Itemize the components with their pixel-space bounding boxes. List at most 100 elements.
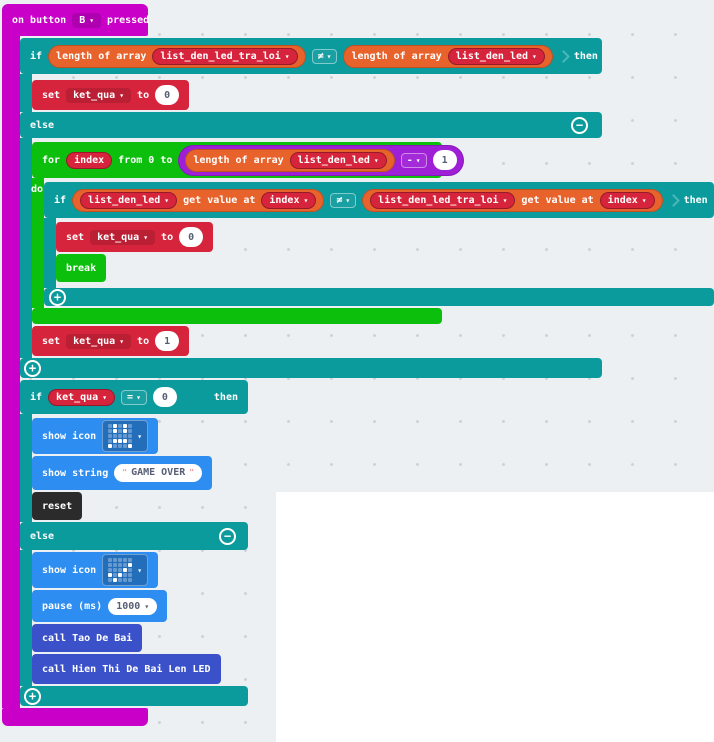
show-icon-block[interactable]: show icon xyxy=(32,552,159,588)
comparison-operator-dropdown[interactable]: = xyxy=(121,389,147,405)
length-of-array-block[interactable]: length of array list_den_led xyxy=(343,44,553,68)
variable-dropdown[interactable]: ket_qua xyxy=(66,333,132,349)
get-value-at-label: get value at xyxy=(183,194,256,206)
led-on xyxy=(113,439,118,443)
to-keyword: to xyxy=(137,89,150,101)
if-result-else-bar[interactable]: else xyxy=(20,522,248,550)
variable-dropdown[interactable]: list_den_led xyxy=(447,47,545,65)
variable-dropdown[interactable]: ket_qua xyxy=(48,388,116,406)
led-off xyxy=(118,429,123,433)
for-loop-spine[interactable] xyxy=(32,178,44,308)
if-result-spine[interactable] xyxy=(20,550,32,686)
reset-label: reset xyxy=(42,500,73,512)
on-button-label-prefix: on button xyxy=(12,14,67,26)
number-input[interactable]: 0 xyxy=(152,387,177,407)
comparison-operator-dropdown[interactable]: ≠ xyxy=(311,48,338,64)
led-off xyxy=(123,558,128,562)
led-off xyxy=(108,578,113,582)
led-off xyxy=(123,578,128,582)
variable-dropdown[interactable]: list_den_led xyxy=(80,191,178,209)
on-button-spine[interactable] xyxy=(2,34,20,708)
set-variable-block[interactable]: set ket_qua to 0 xyxy=(32,80,190,110)
variable-name: list_den_led xyxy=(88,194,161,206)
duration-dropdown[interactable]: 1000 xyxy=(108,597,158,615)
dropdown-arrow-icon xyxy=(303,195,308,206)
if-inner-footer[interactable] xyxy=(44,288,714,306)
operator-value: = xyxy=(127,391,134,403)
on-button-pressed-block[interactable]: on button B pressed xyxy=(2,4,149,36)
pause-block[interactable]: pause (ms) 1000 xyxy=(32,590,168,622)
comparison-operator-dropdown[interactable]: ≠ xyxy=(330,192,357,208)
variable-dropdown[interactable]: list_den_led xyxy=(289,151,387,169)
set-variable-block[interactable]: set ket_qua to 1 xyxy=(32,326,190,356)
length-of-array-block[interactable]: length of array list_den_led xyxy=(185,148,395,172)
if-outer-else-bar[interactable]: else xyxy=(20,112,602,138)
call-function-block[interactable]: call Tao De Bai xyxy=(32,624,143,652)
call-label: call Tao De Bai xyxy=(42,632,133,644)
variable-dropdown[interactable]: list_den_led_tra_loi xyxy=(370,191,516,209)
for-loop-footer[interactable] xyxy=(32,308,442,324)
led-on xyxy=(123,429,128,433)
if-inner-spine[interactable] xyxy=(44,218,56,288)
dropdown-arrow-icon xyxy=(119,90,124,101)
set-keyword: set xyxy=(66,231,85,243)
dropdown-arrow-icon xyxy=(119,336,124,347)
if-outer-spine[interactable] xyxy=(20,138,32,358)
length-of-array-block[interactable]: length of array list_den_led_tra_loi xyxy=(48,44,306,68)
number-input[interactable]: 1 xyxy=(155,331,180,351)
if-inner-header[interactable]: if list_den_led get value at index ≠ lis… xyxy=(44,182,714,218)
if-result-header[interactable]: if ket_qua = 0 then xyxy=(20,380,248,414)
led-off xyxy=(128,429,133,433)
show-icon-block[interactable]: show icon xyxy=(32,418,159,454)
loop-variable-pill[interactable]: index xyxy=(66,151,113,169)
get-value-at-label: get value at xyxy=(521,194,594,206)
variable-dropdown[interactable]: ket_qua xyxy=(90,229,156,245)
expand-plus-icon[interactable] xyxy=(24,359,41,377)
else-keyword: else xyxy=(30,530,55,542)
icon-picker-dropdown[interactable] xyxy=(102,420,149,452)
collapse-minus-icon[interactable] xyxy=(219,527,236,545)
get-value-at-block[interactable]: list_den_led_tra_loi get value at index xyxy=(362,188,663,212)
index-dropdown[interactable]: index xyxy=(261,191,317,209)
set-variable-block[interactable]: set ket_qua to 0 xyxy=(56,222,214,252)
reset-block[interactable]: reset xyxy=(32,492,83,520)
number-input[interactable]: 0 xyxy=(155,85,180,105)
dropdown-arrow-icon xyxy=(89,15,94,26)
button-dropdown[interactable]: B xyxy=(72,12,102,28)
call-label: call Hien Thi De Bai Len LED xyxy=(42,663,211,675)
call-function-block[interactable]: call Hien Thi De Bai Len LED xyxy=(32,654,221,684)
led-off xyxy=(128,424,133,428)
led-off xyxy=(113,434,118,438)
operator-value: - xyxy=(406,154,413,166)
get-value-at-block[interactable]: list_den_led get value at index xyxy=(72,188,325,212)
break-block[interactable]: break xyxy=(56,254,107,282)
variable-dropdown[interactable]: list_den_led_tra_loi xyxy=(152,47,298,65)
if-outer-header[interactable]: if length of array list_den_led_tra_loi … xyxy=(20,38,602,74)
led-off xyxy=(128,439,133,443)
expand-plus-icon[interactable] xyxy=(49,288,66,306)
led-on xyxy=(118,573,123,577)
collapse-minus-icon[interactable] xyxy=(571,116,588,134)
dropdown-arrow-icon xyxy=(137,565,142,576)
for-loop-header[interactable]: for index from 0 to length of array list… xyxy=(32,142,464,178)
if-outer-spine[interactable] xyxy=(20,74,32,112)
if-result-footer[interactable] xyxy=(20,686,248,706)
number-input[interactable]: 1 xyxy=(432,150,457,170)
math-subtract-block[interactable]: length of array list_den_led - 1 xyxy=(178,144,464,176)
show-string-block[interactable]: show string " GAME OVER " xyxy=(32,456,213,490)
if-result-spine[interactable] xyxy=(20,414,32,522)
set-keyword: set xyxy=(42,89,61,101)
led-on xyxy=(108,573,113,577)
index-dropdown[interactable]: index xyxy=(599,191,655,209)
string-input[interactable]: " GAME OVER " xyxy=(114,463,203,483)
then-keyword: then xyxy=(573,50,598,62)
on-button-footer[interactable] xyxy=(2,708,148,726)
number-input[interactable]: 0 xyxy=(179,227,204,247)
if-outer-footer[interactable] xyxy=(20,358,602,378)
variable-name: ket_qua xyxy=(73,89,116,101)
math-operator-dropdown[interactable]: - xyxy=(400,152,427,168)
expand-plus-icon[interactable] xyxy=(24,687,41,705)
icon-picker-dropdown[interactable] xyxy=(102,554,149,586)
variable-dropdown[interactable]: ket_qua xyxy=(66,87,132,103)
